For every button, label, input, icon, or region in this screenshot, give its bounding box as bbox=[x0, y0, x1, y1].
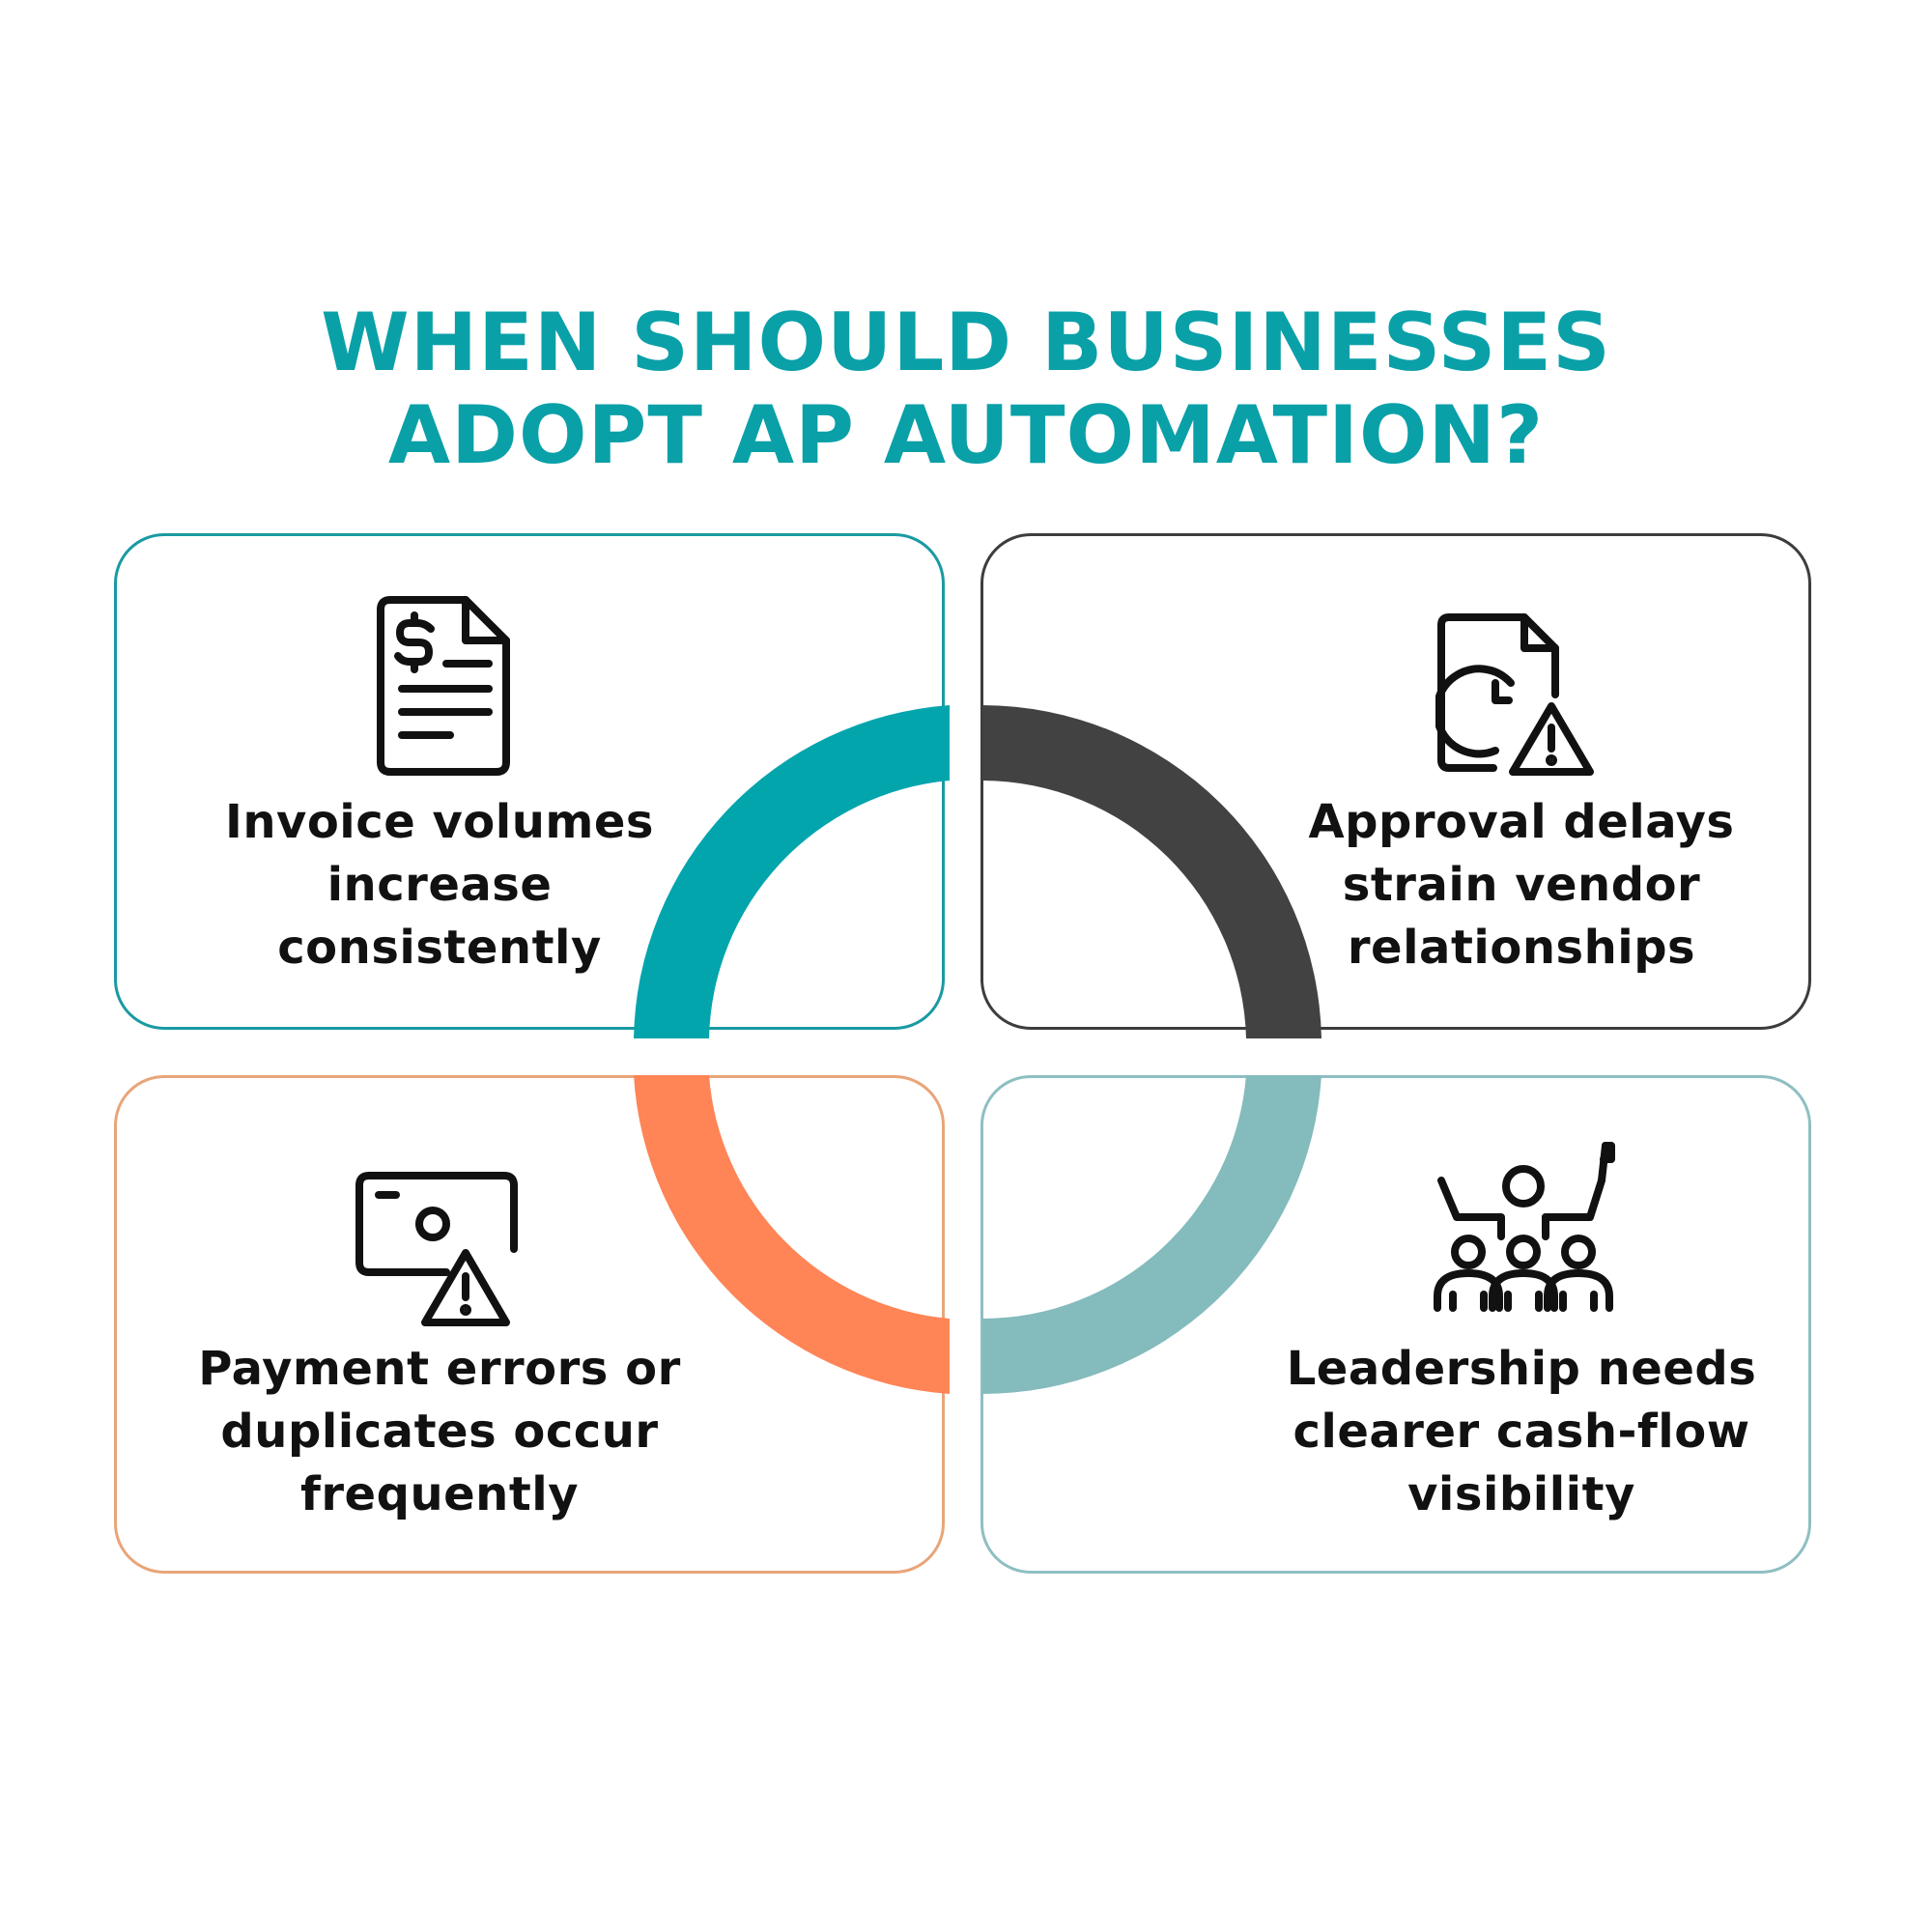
ring-segment-orange bbox=[634, 1075, 950, 1394]
document-clock-warning-icon bbox=[1435, 613, 1594, 776]
leadership-team-flag-icon bbox=[1434, 1142, 1615, 1312]
ring-segment-light-teal bbox=[982, 1075, 1321, 1394]
invoice-dollar-icon bbox=[377, 596, 510, 776]
page-title-line-2: ADOPT AP AUTOMATION? bbox=[387, 388, 1545, 482]
ring-segment-dark bbox=[982, 705, 1321, 1038]
payment-card-warning-icon bbox=[355, 1172, 518, 1326]
quadrant-card-approval-delays bbox=[980, 533, 1811, 1030]
quadrant-label-approval-delays: Approval delays strain vendor relationsh… bbox=[1308, 795, 1735, 975]
ring-segment-teal bbox=[634, 705, 950, 1038]
quadrant-label-payment-errors: Payment errors or duplicates occur frequ… bbox=[198, 1342, 681, 1521]
page-title-line-1: WHEN SHOULD BUSINESSES bbox=[321, 296, 1611, 389]
quadrant-label-invoice-volumes: Invoice volumes increase consistently bbox=[225, 795, 654, 975]
quadrant-label-leadership-visibility: Leadership needs clearer cash-flow visib… bbox=[1286, 1342, 1757, 1521]
